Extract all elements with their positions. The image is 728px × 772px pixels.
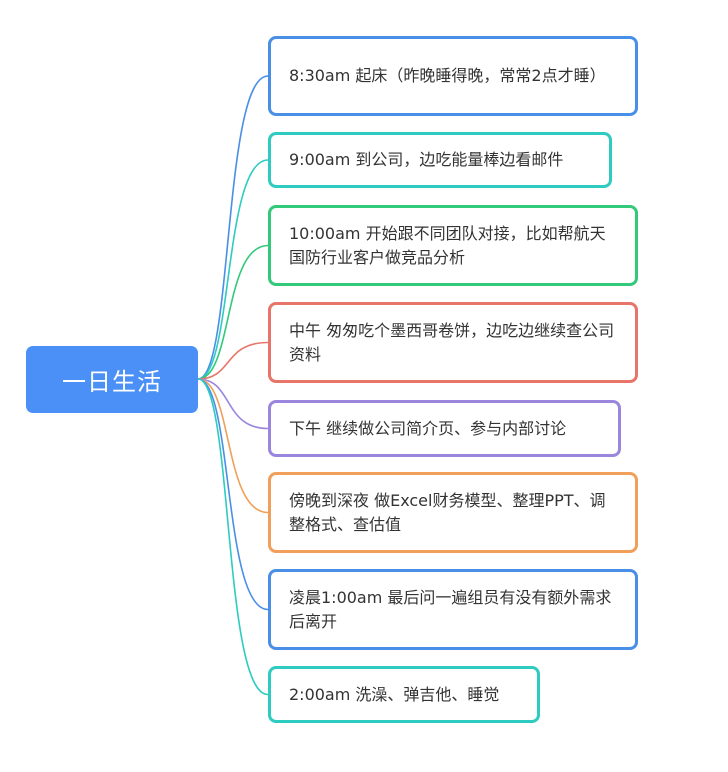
connector-line <box>197 378 269 430</box>
branch-node-0200-sleep[interactable]: 2:00am 洗澡、弹吉他、睡觉 <box>268 666 540 723</box>
branch-node-text: 下午 继续做公司简介页、参与内部讨论 <box>289 418 567 438</box>
root-node-label: 一日生活 <box>62 368 162 396</box>
branch-node-0830-wake-up[interactable]: 8:30am 起床（昨晚睡得晚，常常2点才睡） <box>268 36 638 116</box>
connector-line <box>197 378 269 514</box>
branch-node-text: 凌晨1:00am 最后问一遍组员有没有额外需求后离开 <box>289 587 612 631</box>
branch-node-text: 傍晚到深夜 做Excel财务模型、整理PPT、调整格式、查估值 <box>289 490 606 534</box>
connector-line <box>197 378 269 696</box>
connector-line <box>197 378 269 611</box>
branch-node-0900-arrive-office[interactable]: 9:00am 到公司，边吃能量棒边看邮件 <box>268 132 612 188</box>
branch-node-text: 2:00am 洗澡、弹吉他、睡觉 <box>289 684 500 704</box>
connector-line <box>197 341 269 380</box>
branch-node-evening-excel[interactable]: 傍晚到深夜 做Excel财务模型、整理PPT、调整格式、查估值 <box>268 472 638 553</box>
branch-node-noon-lunch[interactable]: 中午 匆匆吃个墨西哥卷饼，边吃边继续查公司资料 <box>268 302 638 383</box>
root-node[interactable]: 一日生活 <box>26 346 198 413</box>
connector-line <box>197 75 269 380</box>
branch-node-text: 8:30am 起床（昨晚睡得晚，常常2点才睡） <box>289 66 606 85</box>
connector-line <box>197 159 269 380</box>
branch-node-text: 9:00am 到公司，边吃能量棒边看邮件 <box>289 150 564 169</box>
branch-node-0100-leave[interactable]: 凌晨1:00am 最后问一遍组员有没有额外需求后离开 <box>268 569 638 650</box>
branch-node-1000-team-meetings[interactable]: 10:00am 开始跟不同团队对接，比如帮航天国防行业客户做竞品分析 <box>268 205 638 286</box>
branch-node-text: 10:00am 开始跟不同团队对接，比如帮航天国防行业客户做竞品分析 <box>289 223 606 267</box>
branch-node-text: 中午 匆匆吃个墨西哥卷饼，边吃边继续查公司资料 <box>289 320 615 364</box>
branch-node-afternoon-work[interactable]: 下午 继续做公司简介页、参与内部讨论 <box>268 400 621 457</box>
connector-line <box>197 244 269 380</box>
